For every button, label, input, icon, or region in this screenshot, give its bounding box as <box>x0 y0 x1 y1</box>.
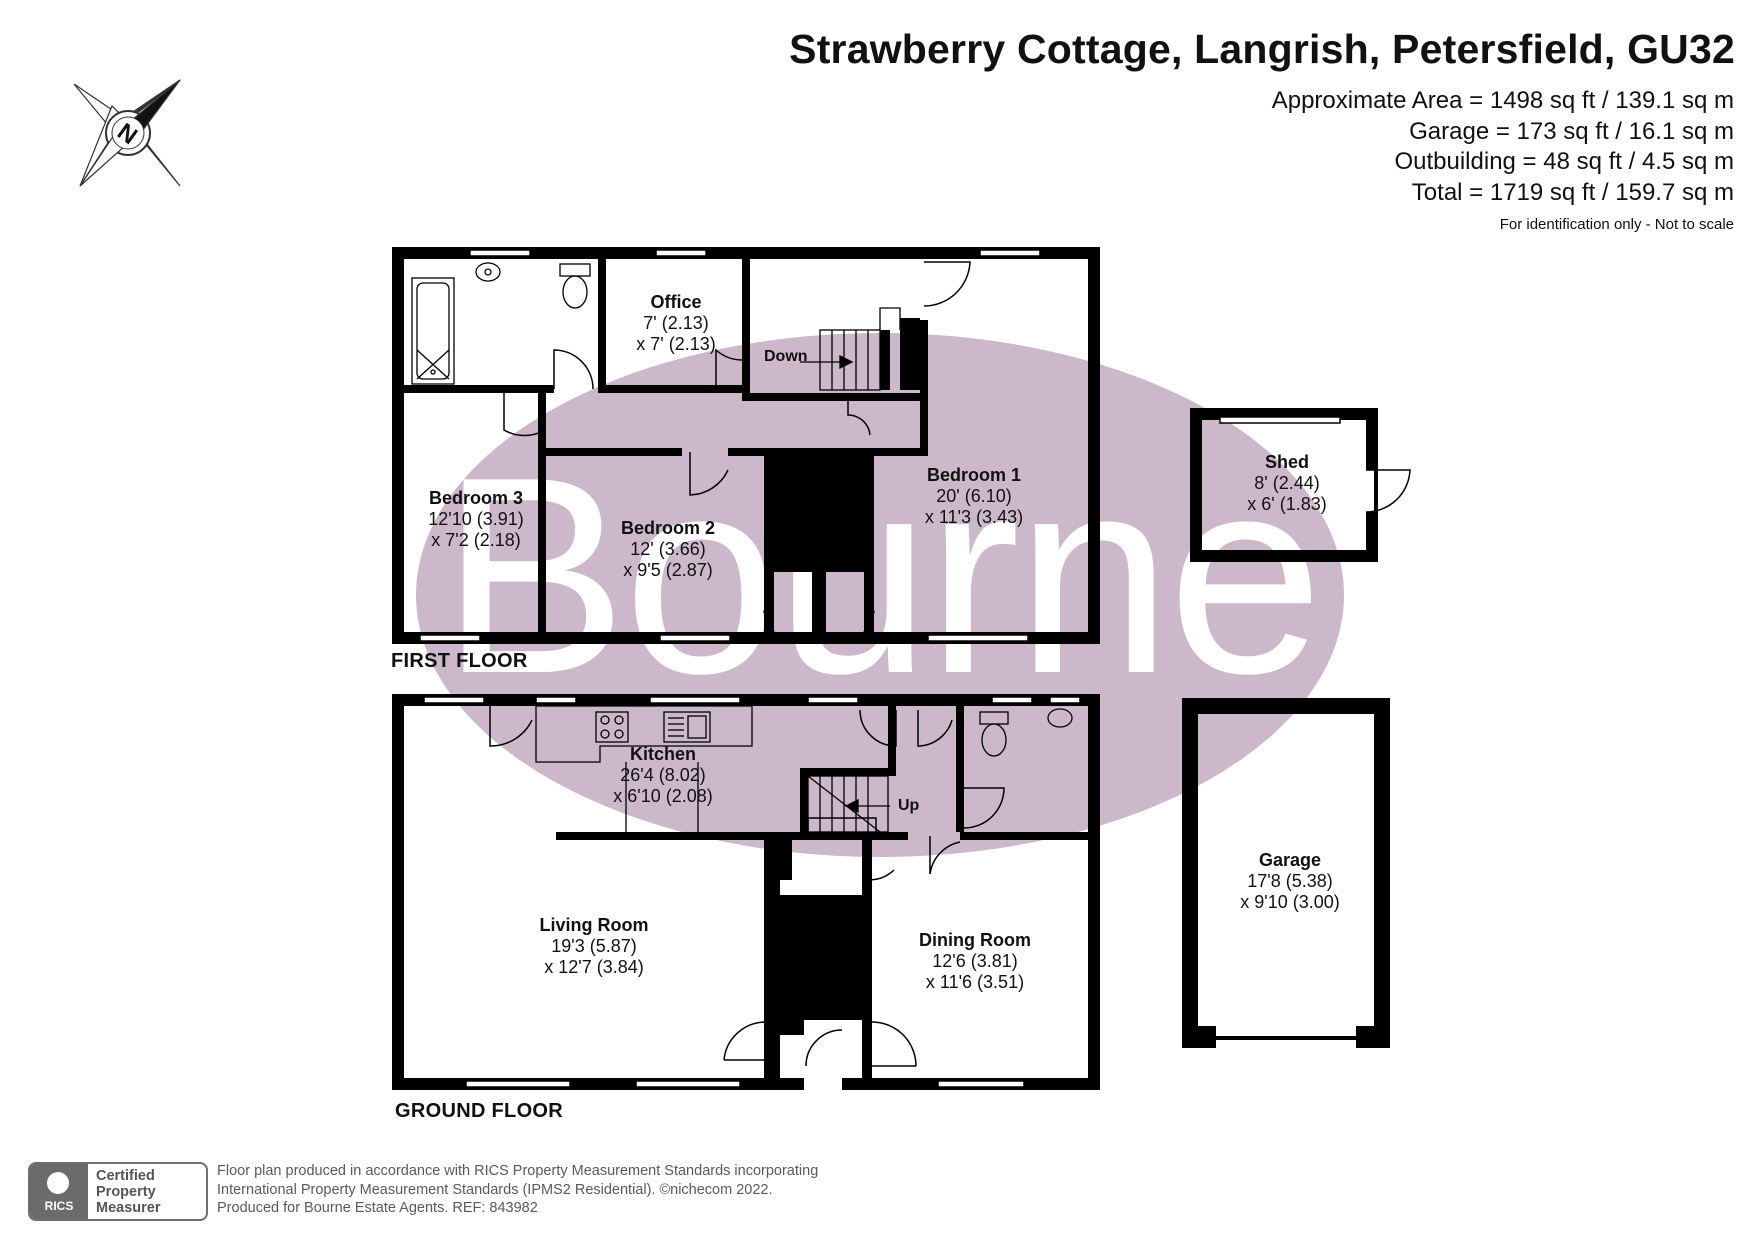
basin-icon <box>1047 708 1073 728</box>
up-staircase <box>807 775 890 833</box>
room-label-dining-room: Dining Room 12'6 (3.81) x 11'6 (3.51) <box>919 930 1031 992</box>
property-title: Strawberry Cottage, Langrish, Petersfiel… <box>789 26 1735 72</box>
toilet-cistern-icon <box>559 263 591 277</box>
toilet-icon <box>981 723 1007 757</box>
area-garage: Garage = 173 sq ft / 16.1 sq m <box>1409 117 1734 145</box>
bourne-watermark: Bourne <box>416 333 1344 857</box>
down-staircase <box>800 307 920 391</box>
stairs-up-label: Up <box>898 797 920 814</box>
shed-plan <box>1190 408 1411 562</box>
basin-icon <box>475 262 501 282</box>
cloakroom-fixtures <box>979 708 1073 757</box>
ground-floor-label: GROUND FLOOR <box>395 1100 564 1122</box>
room-label-office: Office 7' (2.13) x 7' (2.13) <box>636 292 716 354</box>
area-approximate: Approximate Area = 1498 sq ft / 139.1 sq… <box>1271 87 1734 114</box>
watermark-text: Bourne <box>441 420 1320 732</box>
first-floor-windows <box>419 249 1041 642</box>
area-total: Total = 1719 sq ft / 159.7 sq m <box>1411 178 1734 206</box>
room-label-shed: Shed 8' (2.44) x 6' (1.83) <box>1247 452 1327 514</box>
room-label-living-room: Living Room 19'3 (5.87) x 12'7 (3.84) <box>539 915 649 977</box>
footer-disclaimer: Floor plan produced in accordance with R… <box>217 1163 819 1216</box>
ground-floor-windows <box>423 696 1081 1088</box>
hob-icon <box>595 711 629 743</box>
rics-emblem-icon <box>47 1172 69 1194</box>
sink-icon <box>663 711 711 743</box>
room-label-garage: Garage 17'8 (5.38) x 9'10 (3.00) <box>1240 850 1340 912</box>
room-label-bedroom-2: Bedroom 2 12' (3.66) x 9'5 (2.87) <box>620 518 716 580</box>
room-label-bedroom-3: Bedroom 3 12'10 (3.91) x 7'2 (2.18) <box>428 488 524 550</box>
toilet-icon <box>562 275 588 309</box>
ground-floor-doors <box>489 700 1005 1067</box>
first-floor-plan <box>392 247 1100 644</box>
watermark-ellipse <box>416 333 1344 857</box>
stairs-down-label: Down <box>764 348 808 365</box>
bathroom-fixtures <box>411 262 591 385</box>
first-floor-label: FIRST FLOOR <box>391 650 528 672</box>
room-label-kitchen: Kitchen 26'4 (8.02) x 6'10 (2.08) <box>613 744 713 806</box>
area-outbuilding: Outbuilding = 48 sq ft / 4.5 sq m <box>1394 148 1734 175</box>
first-floor-doors <box>503 261 971 633</box>
north-compass-icon: N <box>73 79 181 187</box>
rics-certified-badge: RICS Certified Property Measurer <box>28 1162 208 1221</box>
bath-icon <box>411 277 455 385</box>
area-summary: Approximate Area = 1498 sq ft / 139.1 sq… <box>1272 86 1734 236</box>
kitchen-units <box>535 705 753 832</box>
certified-measurer-text: Certified Property Measurer <box>96 1168 161 1216</box>
scale-note: For identification only - Not to scale <box>1499 216 1734 233</box>
rics-logo-icon: RICS <box>30 1164 88 1219</box>
room-label-bedroom-1: Bedroom 1 20' (6.10) x 11'3 (3.43) <box>924 465 1024 527</box>
garage-plan <box>1182 698 1390 1048</box>
